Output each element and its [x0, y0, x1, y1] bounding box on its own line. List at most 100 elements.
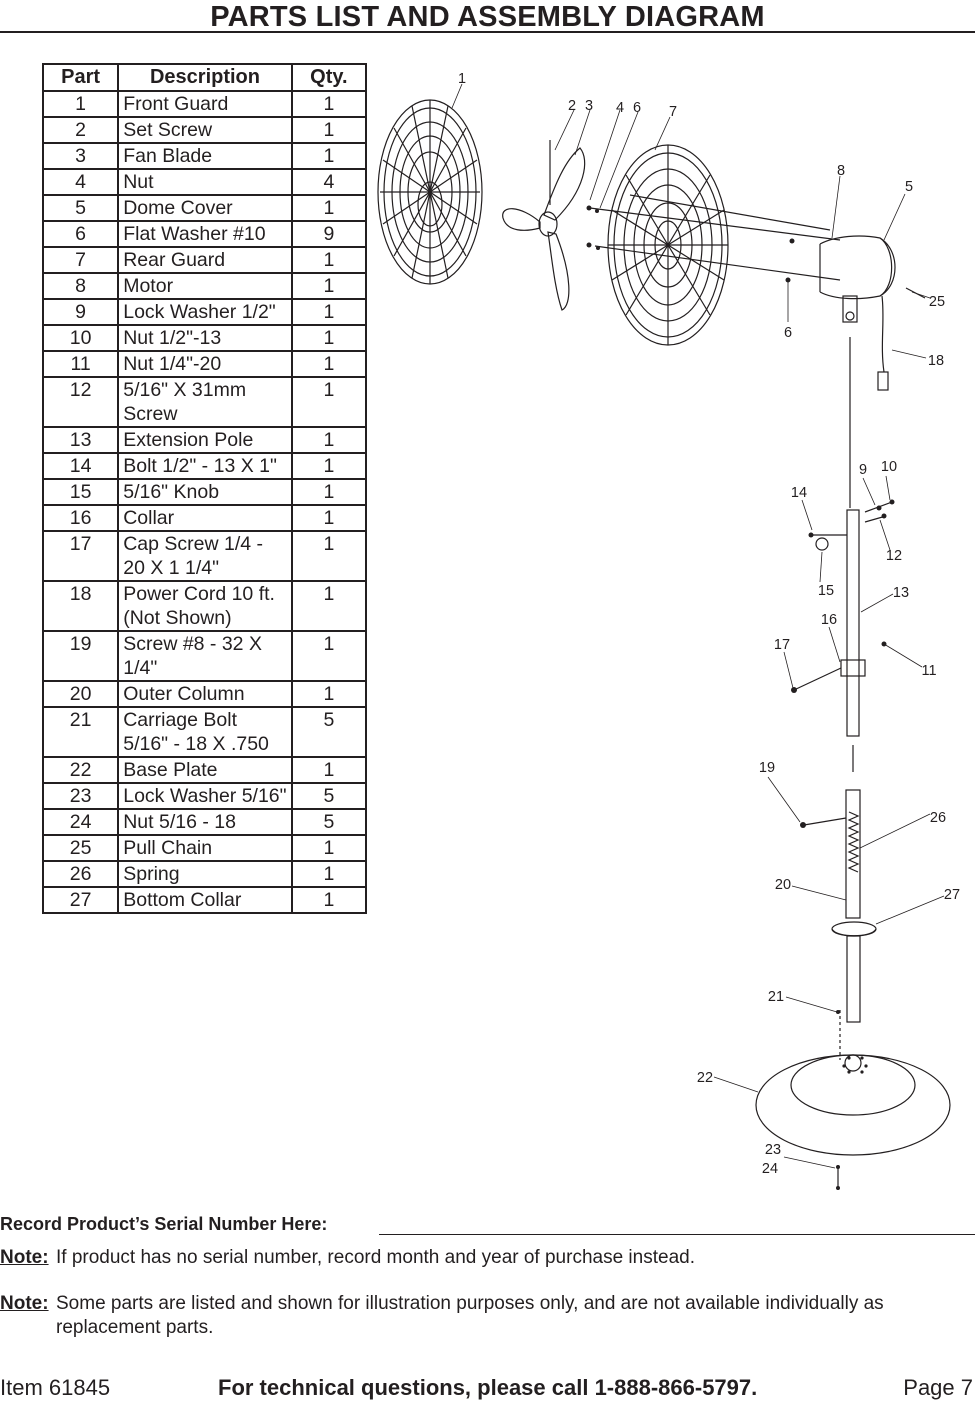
callout-24: 24 — [762, 1161, 778, 1177]
description-cell: Set Screw — [117, 116, 293, 144]
quantity-cell: 1 — [290, 426, 368, 454]
base-plate-drawing — [755, 1054, 951, 1156]
part-number-cell: 23 — [41, 782, 120, 810]
part-number-cell: 10 — [41, 324, 120, 352]
quantity-cell: 1 — [290, 324, 368, 352]
part-number-cell: 5 — [41, 194, 120, 222]
part-number-cell: 27 — [41, 886, 120, 914]
assembly-diagram: 1 2 3 4 6 7 8 5 25 6 18 9 10 14 12 15 13… — [377, 71, 960, 1190]
callout-8: 8 — [837, 163, 845, 179]
description-cell: Base Plate — [117, 756, 293, 784]
quantity-cell: 1 — [290, 680, 368, 708]
part-number-cell: 25 — [41, 834, 120, 862]
description-cell: Screw #8 - 32 X 1/4" — [117, 630, 293, 682]
part-number-cell: 22 — [41, 756, 120, 784]
description-cell: Motor — [117, 272, 293, 300]
part-number-cell: 21 — [41, 706, 120, 758]
callout-19: 19 — [759, 760, 775, 776]
quantity-cell: 1 — [290, 376, 368, 428]
callout-11: 11 — [921, 663, 936, 679]
quantity-cell: 1 — [290, 298, 368, 326]
part-number-cell: 8 — [41, 272, 120, 300]
callout-15: 15 — [818, 583, 834, 599]
quantity-cell: 1 — [290, 350, 368, 378]
part-number-cell: 17 — [41, 530, 120, 582]
description-cell: Front Guard — [117, 90, 293, 118]
quantity-cell: 1 — [290, 860, 368, 888]
table-header-row: Part Description Qty. — [41, 63, 368, 92]
quantity-cell: 5 — [290, 808, 368, 836]
description-cell: Extension Pole — [117, 426, 293, 454]
callout-10: 10 — [881, 459, 897, 475]
page-number: Page 7 — [903, 1375, 973, 1400]
callout-23: 23 — [765, 1142, 781, 1158]
tech-support-line: For technical questions, please call 1-8… — [218, 1375, 758, 1400]
quantity-cell: 1 — [290, 116, 368, 144]
quantity-cell: 1 — [290, 834, 368, 862]
part-number-cell: 13 — [41, 426, 120, 454]
description-cell: Lock Washer 5/16" — [117, 782, 293, 810]
description-cell: Nut 5/16 - 18 — [117, 808, 293, 836]
description-cell: Bottom Collar — [117, 886, 293, 914]
part-number-cell: 3 — [41, 142, 120, 170]
description-cell: Outer Column — [117, 680, 293, 708]
column-header-qty: Qty. — [290, 63, 368, 92]
diagram-callouts: 1 2 3 4 6 7 8 5 25 6 18 9 10 14 12 15 13… — [458, 71, 960, 1177]
callout-27: 27 — [944, 887, 960, 903]
quantity-cell: 1 — [290, 886, 368, 914]
quantity-cell: 1 — [290, 504, 368, 532]
callout-6-top: 6 — [633, 100, 641, 116]
serial-number-label: Record Product’s Serial Number Here: — [0, 1214, 328, 1234]
callout-20: 20 — [775, 877, 791, 893]
description-cell: Cap Screw 1/4 - 20 X 1 1/4" — [117, 530, 293, 582]
quantity-cell: 1 — [290, 142, 368, 170]
quantity-cell: 1 — [290, 530, 368, 582]
callout-16: 16 — [821, 612, 837, 628]
page-title: PARTS LIST AND ASSEMBLY DIAGRAM — [0, 0, 975, 33]
part-number-cell: 20 — [41, 680, 120, 708]
callout-22: 22 — [697, 1070, 713, 1086]
part-number-cell: 2 — [41, 116, 120, 144]
quantity-cell: 5 — [290, 706, 368, 758]
callout-5: 5 — [905, 179, 913, 195]
callout-7: 7 — [669, 104, 677, 120]
description-cell: 5/16" Knob — [117, 478, 293, 506]
serial-number-line — [379, 1234, 975, 1235]
page-footer: Item 61845 For technical questions, plea… — [0, 1375, 975, 1401]
callout-3: 3 — [585, 98, 593, 114]
part-number-cell: 4 — [41, 168, 120, 196]
description-cell: Collar — [117, 504, 293, 532]
extension-pole-drawing — [793, 501, 893, 737]
description-cell: Fan Blade — [117, 142, 293, 170]
description-cell: Nut 1/2"-13 — [117, 324, 293, 352]
part-number-cell: 19 — [41, 630, 120, 682]
outer-column-drawing — [803, 789, 861, 919]
part-number-cell: 11 — [41, 350, 120, 378]
serial-number-record: Record Product’s Serial Number Here: — [0, 1214, 975, 1240]
callout-25: 25 — [929, 294, 945, 310]
description-cell: Lock Washer 1/2" — [117, 298, 293, 326]
callout-12: 12 — [886, 548, 902, 564]
description-cell: Pull Chain — [117, 834, 293, 862]
part-number-cell: 15 — [41, 478, 120, 506]
quantity-cell: 1 — [290, 630, 368, 682]
callout-17: 17 — [774, 637, 790, 653]
part-number-cell: 9 — [41, 298, 120, 326]
description-cell: Power Cord 10 ft. (Not Shown) — [117, 580, 293, 632]
column-header-description: Description — [117, 63, 293, 92]
